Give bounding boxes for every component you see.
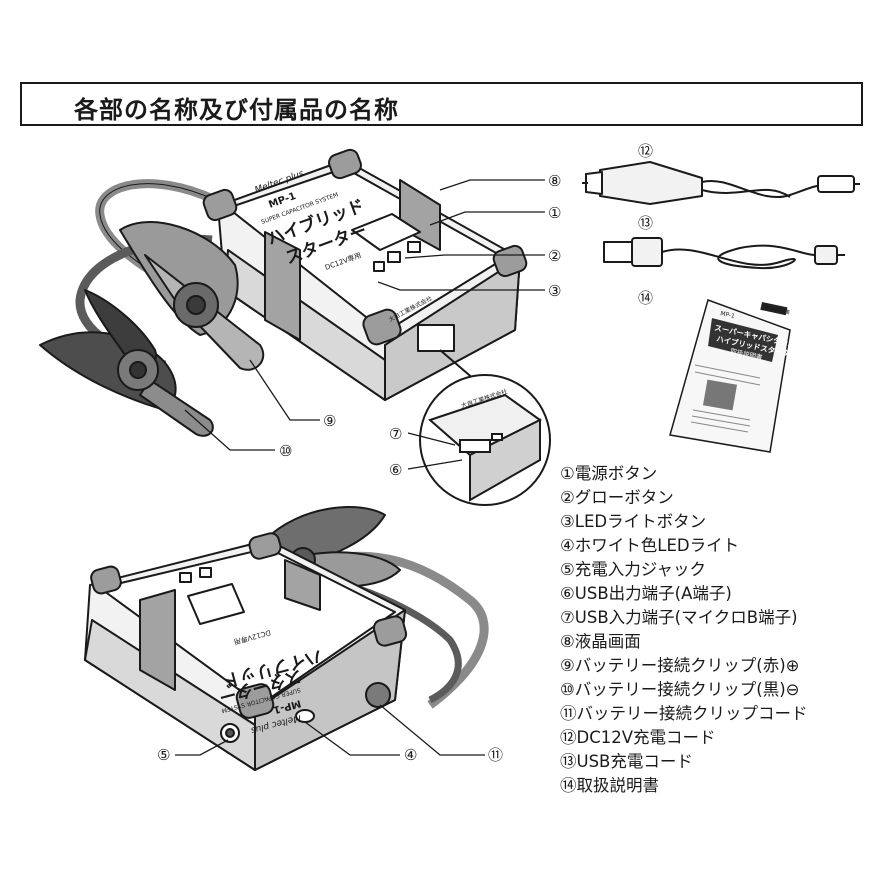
manual-drawing — [669, 299, 791, 453]
callout-1: ① — [548, 204, 561, 222]
usb-port-detail — [419, 349, 551, 506]
callout-12: ⑫ — [638, 142, 653, 160]
list-item: ②グローボタン — [560, 488, 674, 507]
list-item: ⑨バッテリー接続クリップ(赤)⊕ — [560, 656, 800, 675]
callout-3: ③ — [548, 282, 561, 300]
page-title: 各部の名称及び付属品の名称 — [74, 96, 399, 124]
callout-6: ⑥ — [389, 461, 402, 479]
dc12v-cord-drawing — [582, 161, 860, 205]
list-item: ⑭取扱説明書 — [560, 776, 659, 795]
list-item: ①電源ボタン — [560, 464, 658, 483]
parts-list: ①電源ボタン ②グローボタン ③LEDライトボタン ④ホワイト色LEDライト ⑤… — [560, 462, 808, 798]
list-item: ⑪バッテリー接続クリップコード — [560, 704, 808, 723]
callout-14: ⑭ — [638, 289, 653, 307]
callout-7: ⑦ — [389, 425, 402, 443]
callout-numbers: ⑧ ① ② ③ ⑨ ⑩ ⑦ ⑥ ⑫ ⑬ ⑭ ⑤ ④ ⑪ — [157, 142, 653, 764]
leader-lines-top — [184, 179, 545, 470]
callout-9: ⑨ — [323, 412, 336, 430]
section-title-box: 各部の名称及び付属品の名称 — [20, 82, 863, 126]
usb-cord-drawing — [603, 237, 845, 270]
list-item: ⑧液晶画面 — [560, 632, 641, 651]
callout-11: ⑪ — [488, 746, 503, 764]
list-item: ⑫DC12V充電コード — [560, 728, 716, 747]
list-item: ⑬USB充電コード — [560, 752, 693, 771]
top-device — [39, 148, 528, 437]
callout-2: ② — [548, 247, 561, 265]
callout-10: ⑩ — [279, 442, 292, 460]
callout-8: ⑧ — [548, 172, 561, 190]
list-item: ⑩バッテリー接続クリップ(黒)⊖ — [560, 680, 800, 699]
manual-model: MP-1 — [720, 310, 736, 320]
list-item: ③LEDライトボタン — [560, 512, 707, 531]
callout-4: ④ — [404, 746, 417, 764]
leader-lines-bottom — [175, 704, 485, 756]
list-item: ⑤充電入力ジャック — [560, 560, 706, 579]
list-item: ⑥USB出力端子(A端子) — [560, 584, 732, 603]
list-item: ⑦USB入力端子(マイクロB端子) — [560, 608, 798, 627]
list-item: ④ホワイト色LEDライト — [560, 536, 740, 555]
callout-13: ⑬ — [638, 214, 653, 232]
callout-5: ⑤ — [157, 746, 170, 764]
bottom-device — [84, 506, 489, 771]
